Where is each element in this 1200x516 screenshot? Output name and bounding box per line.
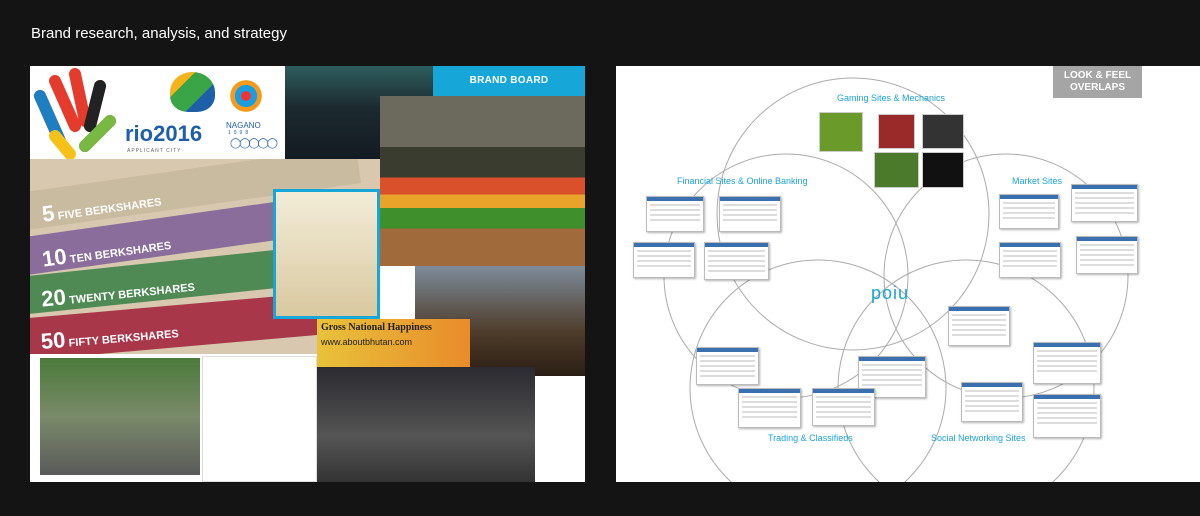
rio-sub: APPLICANT CITY — [127, 148, 182, 154]
site-thumb — [704, 242, 769, 280]
berkshares-num: 50 — [39, 326, 67, 354]
rio-logo: rio2016 APPLICANT CITY NAGANO 1998 ◯◯◯◯◯ — [30, 66, 285, 160]
gnh-title: Gross National Happiness — [321, 322, 432, 333]
gnh-banner: Gross National Happiness www.aboutbhutan… — [317, 319, 470, 367]
brand-board: rio2016 APPLICANT CITY NAGANO 1998 ◯◯◯◯◯… — [30, 66, 585, 482]
site-thumb — [1076, 236, 1138, 274]
market-photo — [380, 96, 585, 266]
gaming-thumb — [819, 112, 863, 152]
site-thumb — [633, 242, 695, 278]
label-market: Market Sites — [1012, 176, 1063, 186]
site-thumb — [719, 196, 781, 232]
site-thumb — [999, 242, 1061, 278]
circle-trading — [689, 259, 947, 482]
overlaps-tag-line: OVERLAPS — [1069, 82, 1125, 93]
berkshares-note: FIFTY BERKSHARES — [68, 328, 180, 350]
gnh-url: www.aboutbhutan.com — [321, 337, 413, 347]
nagano-text: NAGANO — [226, 121, 261, 130]
site-thumb — [812, 388, 875, 426]
gaming-thumb — [922, 114, 964, 149]
site-thumb — [646, 196, 704, 232]
barter-illustration — [202, 356, 317, 482]
circle-gaming — [716, 77, 990, 351]
berkshares-num: 10 — [40, 243, 69, 272]
virtual-gathering-photo — [317, 367, 535, 482]
flea-market-photo — [40, 358, 200, 475]
nagano-emblem-icon — [222, 76, 270, 116]
page-title: Brand research, analysis, and strategy — [31, 25, 287, 42]
overlaps-tag: LOOK & FEEL OVERLAPS — [1053, 66, 1142, 98]
label-financial: Financial Sites & Online Banking — [677, 176, 808, 186]
gaming-thumb — [874, 152, 919, 188]
gaming-thumb — [878, 114, 915, 149]
berkshares-num: 5 — [40, 200, 57, 227]
look-feel-overlaps-panel: LOOK & FEEL OVERLAPS Gaming Sites & Mech… — [616, 66, 1200, 482]
berkshares-note: FIVE BERKSHARES — [57, 196, 163, 223]
rio-emblem-icon — [170, 72, 215, 112]
brand-board-tag: BRAND BOARD — [433, 66, 585, 96]
olympic-rings-icon: ◯◯◯◯◯ — [230, 138, 278, 149]
label-trading: Trading & Classifieds — [768, 433, 853, 443]
berkshares-num: 20 — [40, 284, 68, 312]
nagano-year: 1998 — [228, 130, 252, 136]
site-thumb — [1071, 184, 1138, 222]
gaming-thumb — [922, 152, 964, 188]
berkshares-note: TWENTY BERKSHARES — [68, 281, 196, 307]
poiu-logo: poiu — [871, 283, 910, 303]
trade-hands-photo — [273, 189, 380, 319]
site-thumb — [738, 388, 801, 428]
site-thumb — [948, 306, 1010, 346]
overlaps-tag-line: LOOK & FEEL — [1063, 70, 1132, 81]
label-social: Social Networking Sites — [931, 433, 1026, 443]
site-thumb — [696, 347, 759, 385]
site-thumb — [961, 382, 1023, 422]
site-thumb — [999, 194, 1059, 229]
label-gaming: Gaming Sites & Mechanics — [837, 93, 946, 103]
rio-logo-text: rio2016 — [125, 121, 203, 146]
site-thumb — [1033, 342, 1101, 384]
site-thumb — [1033, 394, 1101, 438]
hand-logo-icon — [34, 68, 116, 160]
